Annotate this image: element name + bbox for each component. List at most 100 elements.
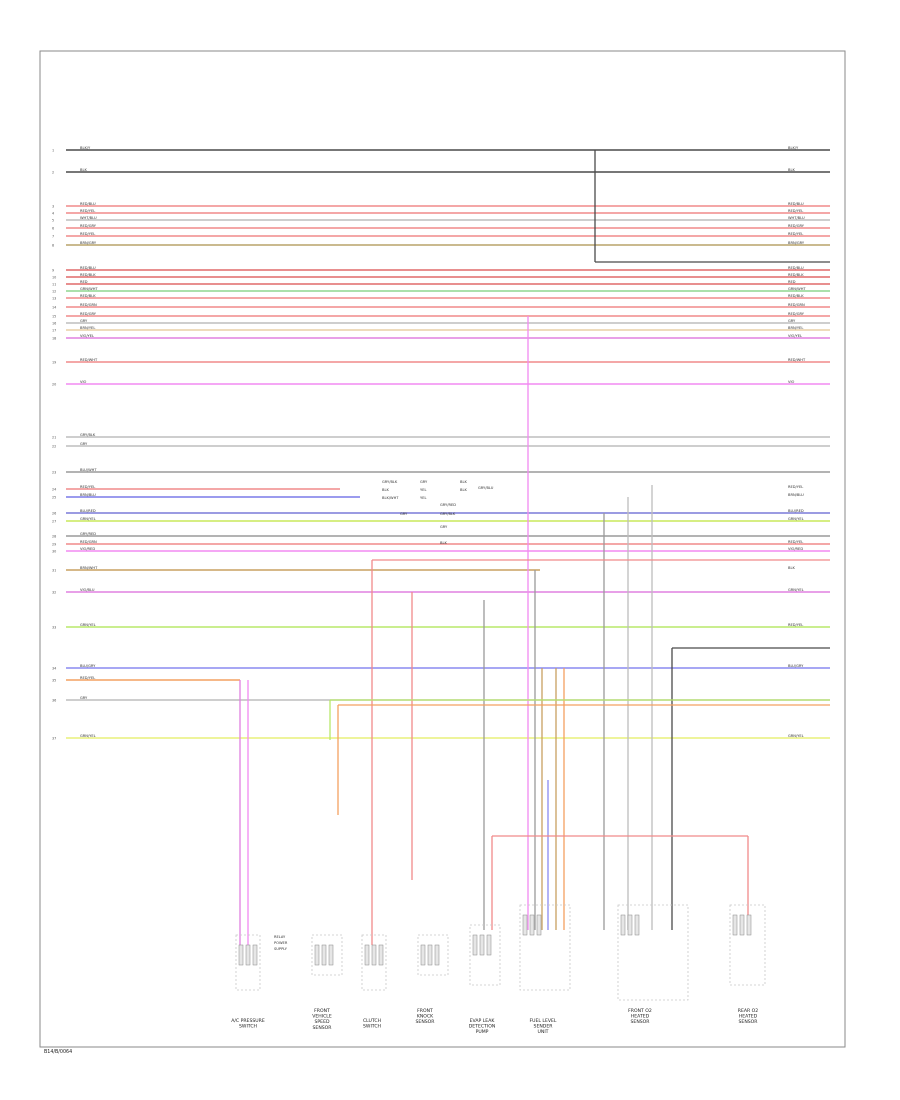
wire-pin-label: 3 — [52, 205, 54, 209]
wire-color-label: BRN/WHT — [80, 566, 98, 570]
wire-color-label: GRN/YEL — [80, 734, 96, 738]
wire-pin-label: 12 — [52, 290, 56, 294]
connector-pin — [536, 914, 542, 936]
component-caption: CLUTCH — [363, 1018, 381, 1024]
junction-label: GRY/RED — [440, 503, 456, 507]
wire-color-label-right: RED/GRY — [788, 312, 805, 316]
wire-pin-label: 35 — [52, 679, 56, 683]
wire-color-label: BLU/GRY — [80, 664, 96, 668]
component-outline — [417, 934, 449, 976]
wire-pin-label: 27 — [52, 520, 56, 524]
component-outline — [311, 934, 343, 976]
component-caption: SENSOR — [739, 1019, 759, 1025]
wire-pin-label: 2 — [52, 171, 54, 175]
component-caption: DETECTION — [469, 1024, 496, 1030]
component-caption: A/C PRESSURE — [231, 1018, 265, 1024]
wire-color-label: GRN/YEL — [80, 517, 96, 521]
wire-color-label-right: VIO/RED — [788, 547, 803, 551]
wire-color-label-right: BLK — [788, 168, 795, 172]
wire-color-label: BLK/Y — [80, 146, 91, 150]
wire-color-label: RED/YEL — [80, 232, 95, 236]
wire-color-label-right: BRN/BLU — [788, 493, 804, 497]
component-outline — [361, 934, 387, 991]
wire-pin-label: 5 — [52, 219, 54, 223]
wire-color-label-right: RED/YEL — [788, 209, 803, 213]
component-caption: KNOCK — [417, 1014, 434, 1020]
wire-color-label: BLK — [80, 168, 87, 172]
component-caption: REAR O2 — [738, 1008, 759, 1014]
wire-pin-label: 32 — [52, 591, 56, 595]
side-note: RELAY — [274, 935, 286, 939]
wire-color-label: RED/BLK — [80, 273, 96, 277]
wire-color-label-right: RED/WHT — [788, 358, 806, 362]
component-outline — [617, 904, 689, 1001]
wire-pin-label: 31 — [52, 569, 56, 573]
component-caption: UNIT — [538, 1029, 549, 1035]
wire-color-label: GRN/WHT — [80, 287, 98, 291]
component-caption: SENSOR — [631, 1019, 651, 1025]
wire-pin-label: 37 — [52, 737, 56, 741]
wire-color-label: BLU/WHT — [80, 468, 97, 472]
junction-label: GRY — [420, 480, 428, 484]
component-outline — [235, 934, 261, 991]
wire-pin-label: 25 — [52, 496, 56, 500]
component-caption: HEATED — [631, 1014, 650, 1020]
wire-color-label-right: BLK — [788, 566, 795, 570]
connector-pin — [314, 944, 320, 966]
wire-pin-label: 6 — [52, 227, 54, 231]
side-note: POWER — [274, 941, 288, 945]
wire-color-label: RED/BLK — [80, 294, 96, 298]
connector-pin — [627, 914, 633, 936]
wire-color-label-right: RED/YEL — [788, 623, 803, 627]
junction-label: BLK — [460, 488, 467, 492]
connector-pin — [746, 914, 752, 936]
wire-pin-label: 10 — [52, 276, 56, 280]
wire-color-label-right: RED/YEL — [788, 485, 803, 489]
wire-color-label-right: RED/BLU — [788, 266, 804, 270]
wire-color-label: RED/GRY — [80, 224, 97, 228]
connector-pin — [378, 944, 384, 966]
component-caption: FRONT — [314, 1008, 330, 1014]
wire-color-label: GRY — [80, 442, 88, 446]
wire-color-label-right: RED/BLK — [788, 294, 804, 298]
diagram-code: B14/B/0064 — [44, 1049, 72, 1055]
wire-pin-label: 9 — [52, 269, 54, 273]
component-caption: SWITCH — [363, 1024, 381, 1030]
connector-pin — [472, 934, 478, 956]
wire-color-label: BRN/GRY — [80, 241, 97, 245]
junction-label: GRY/BLK — [382, 480, 398, 484]
wire-color-label: GRY/RED — [80, 532, 96, 536]
junction-label: BLK — [382, 488, 389, 492]
component-outline — [729, 904, 766, 986]
component-caption: SENSOR — [416, 1019, 436, 1025]
connector-pin — [486, 934, 492, 956]
wire-pin-label: 21 — [52, 436, 56, 440]
wire-color-label-right: BLU/RED — [788, 509, 804, 513]
vertical-wires-layer — [239, 150, 830, 960]
wire-color-label: GRY — [80, 319, 88, 323]
component-caption: SENDER — [534, 1024, 554, 1030]
wire-color-label: BRN/YEL — [80, 326, 95, 330]
wires-layer — [66, 149, 830, 739]
connector-pin — [522, 914, 528, 936]
component-caption: SWITCH — [239, 1024, 257, 1030]
wire-color-label: RED/BLU — [80, 266, 96, 270]
wire-pin-label: 33 — [52, 626, 56, 630]
connector-pin — [252, 944, 258, 966]
wire-color-label: GRY/BLK — [80, 433, 96, 437]
component-outline — [469, 924, 501, 986]
connector-pin — [732, 914, 738, 936]
wire-pin-label: 30 — [52, 550, 56, 554]
connector-pin — [634, 914, 640, 936]
wire-color-label: RED/GRN — [80, 303, 97, 307]
wire-pin-label: 19 — [52, 361, 56, 365]
wire-color-label: RED/GRY — [80, 312, 97, 316]
wire-pin-label: 20 — [52, 383, 56, 387]
wire-color-label: GRN/YEL — [80, 623, 96, 627]
wire-color-label: VIO/YEL — [80, 334, 94, 338]
connector-pin — [328, 944, 334, 966]
wire-color-label-right: VIO/YEL — [788, 334, 802, 338]
wire-color-label: RED/WHT — [80, 358, 98, 362]
components-layer: A/C PRESSURESWITCHFRONTVEHICLESPEEDSENSO… — [231, 904, 766, 1035]
component-outline — [519, 904, 571, 991]
